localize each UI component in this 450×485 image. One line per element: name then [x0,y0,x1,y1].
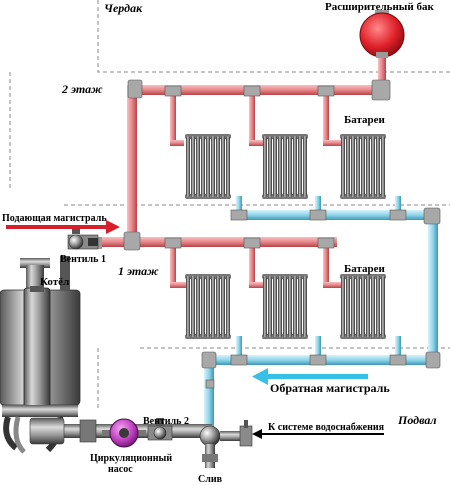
return-pipes [204,196,438,435]
expansion-tank [359,10,405,86]
radiators-floor2 [185,134,386,199]
pipe-fittings [123,79,441,389]
label-boiler: Котёл [40,276,69,288]
circulation-pump [102,418,146,448]
label-basement: Подвал [397,413,437,427]
boiler [0,256,81,454]
label-expansion-tank: Расширительный бак [325,1,434,13]
junction-and-drain [199,420,253,468]
label-valve-2: Вентиль 2 [143,416,189,427]
return-flow-arrow [252,368,368,385]
label-return-main: Обратная магистраль [270,381,390,395]
valve-2 [147,418,173,441]
label-attic: Чердак [104,1,143,15]
label-valve-1: Вентиль 1 [60,254,106,265]
label-floor-1: 1 этаж [118,264,159,278]
label-water-supply: К системе водоснабжения [268,422,385,433]
water-supply-arrow [252,429,384,439]
valve-1 [67,228,99,250]
label-drain: Слив [198,474,223,485]
label-batteries-top: Батареи [344,114,386,126]
label-floor-2: 2 этаж [61,82,103,96]
label-pump-line-2: насос [108,464,133,475]
label-batteries-bottom: Батареи [344,263,386,275]
label-supply-main: Подающая магистраль [2,213,107,224]
supply-flow-arrow [6,220,120,234]
label-pump-line-1: Циркуляционный [90,453,172,464]
radiators-floor1 [185,274,386,339]
